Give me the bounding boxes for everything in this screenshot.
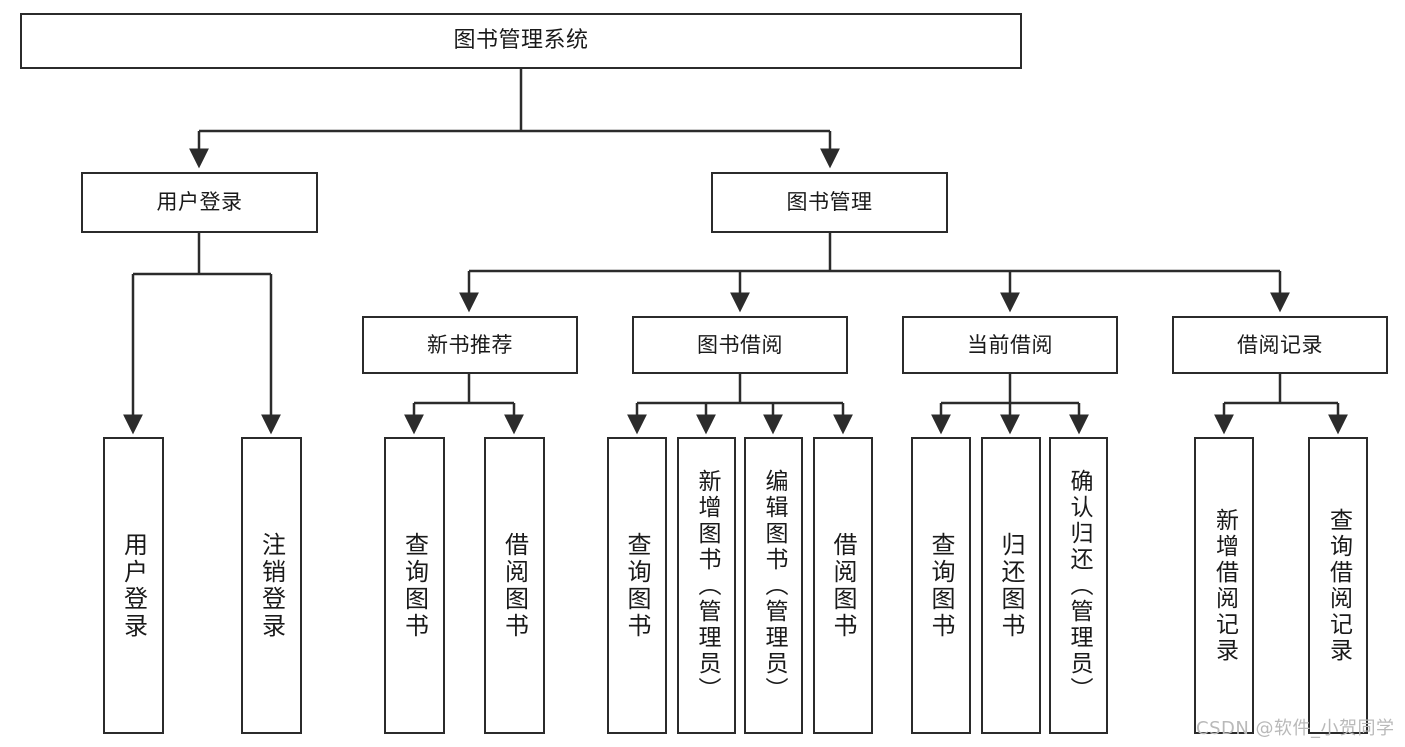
node-root-label: 图书管理系统 xyxy=(453,28,589,54)
node-leaf-query-book-2[interactable]: 查询图书 xyxy=(607,437,667,734)
node-leaf-query-book-2-label: 查询图书 xyxy=(623,531,651,640)
csdn-watermark: CSDN @软件_小贺同学 xyxy=(1196,718,1395,739)
node-leaf-query-book-1[interactable]: 查询图书 xyxy=(384,437,445,734)
node-new-book-rec-label: 新书推荐 xyxy=(427,332,513,357)
node-leaf-query-record-label: 查询借阅记录 xyxy=(1325,507,1352,664)
node-user-login-label: 用户登录 xyxy=(156,190,243,215)
node-leaf-logout-login[interactable]: 注销登录 xyxy=(241,437,302,734)
node-leaf-logout-login-label: 注销登录 xyxy=(257,531,286,640)
node-leaf-add-record-label: 新增借阅记录 xyxy=(1211,507,1238,664)
node-leaf-edit-book-label: 编辑图书（管理员） xyxy=(761,468,787,703)
node-leaf-query-book-3[interactable]: 查询图书 xyxy=(911,437,971,734)
node-leaf-add-book-label: 新增图书（管理员） xyxy=(694,468,720,703)
node-leaf-borrow-book-1[interactable]: 借阅图书 xyxy=(484,437,545,734)
node-book-borrow[interactable]: 图书借阅 xyxy=(632,316,848,374)
node-book-borrow-label: 图书借阅 xyxy=(697,332,783,357)
node-leaf-query-book-1-label: 查询图书 xyxy=(400,531,429,640)
node-book-manage[interactable]: 图书管理 xyxy=(711,172,948,233)
node-leaf-query-book-3-label: 查询图书 xyxy=(927,531,955,640)
node-current-borrow[interactable]: 当前借阅 xyxy=(902,316,1118,374)
node-leaf-add-record[interactable]: 新增借阅记录 xyxy=(1194,437,1254,734)
node-borrow-record-label: 借阅记录 xyxy=(1237,332,1323,357)
node-leaf-borrow-book-2-label: 借阅图书 xyxy=(829,531,857,640)
node-leaf-confirm-return[interactable]: 确认归还（管理员） xyxy=(1049,437,1108,734)
node-leaf-query-record[interactable]: 查询借阅记录 xyxy=(1308,437,1368,734)
node-leaf-edit-book[interactable]: 编辑图书（管理员） xyxy=(744,437,803,734)
node-leaf-user-login-label: 用户登录 xyxy=(119,531,148,640)
node-leaf-return-book[interactable]: 归还图书 xyxy=(981,437,1041,734)
node-leaf-user-login[interactable]: 用户登录 xyxy=(103,437,164,734)
node-current-borrow-label: 当前借阅 xyxy=(967,332,1053,357)
node-book-manage-label: 图书管理 xyxy=(786,190,873,215)
node-leaf-return-book-label: 归还图书 xyxy=(997,531,1025,640)
node-user-login[interactable]: 用户登录 xyxy=(81,172,318,233)
node-root[interactable]: 图书管理系统 xyxy=(20,13,1022,69)
node-leaf-confirm-return-label: 确认归还（管理员） xyxy=(1066,468,1092,703)
node-new-book-rec[interactable]: 新书推荐 xyxy=(362,316,578,374)
node-leaf-borrow-book-2[interactable]: 借阅图书 xyxy=(813,437,873,734)
node-leaf-borrow-book-1-label: 借阅图书 xyxy=(500,531,529,640)
node-leaf-add-book[interactable]: 新增图书（管理员） xyxy=(677,437,736,734)
node-borrow-record[interactable]: 借阅记录 xyxy=(1172,316,1388,374)
